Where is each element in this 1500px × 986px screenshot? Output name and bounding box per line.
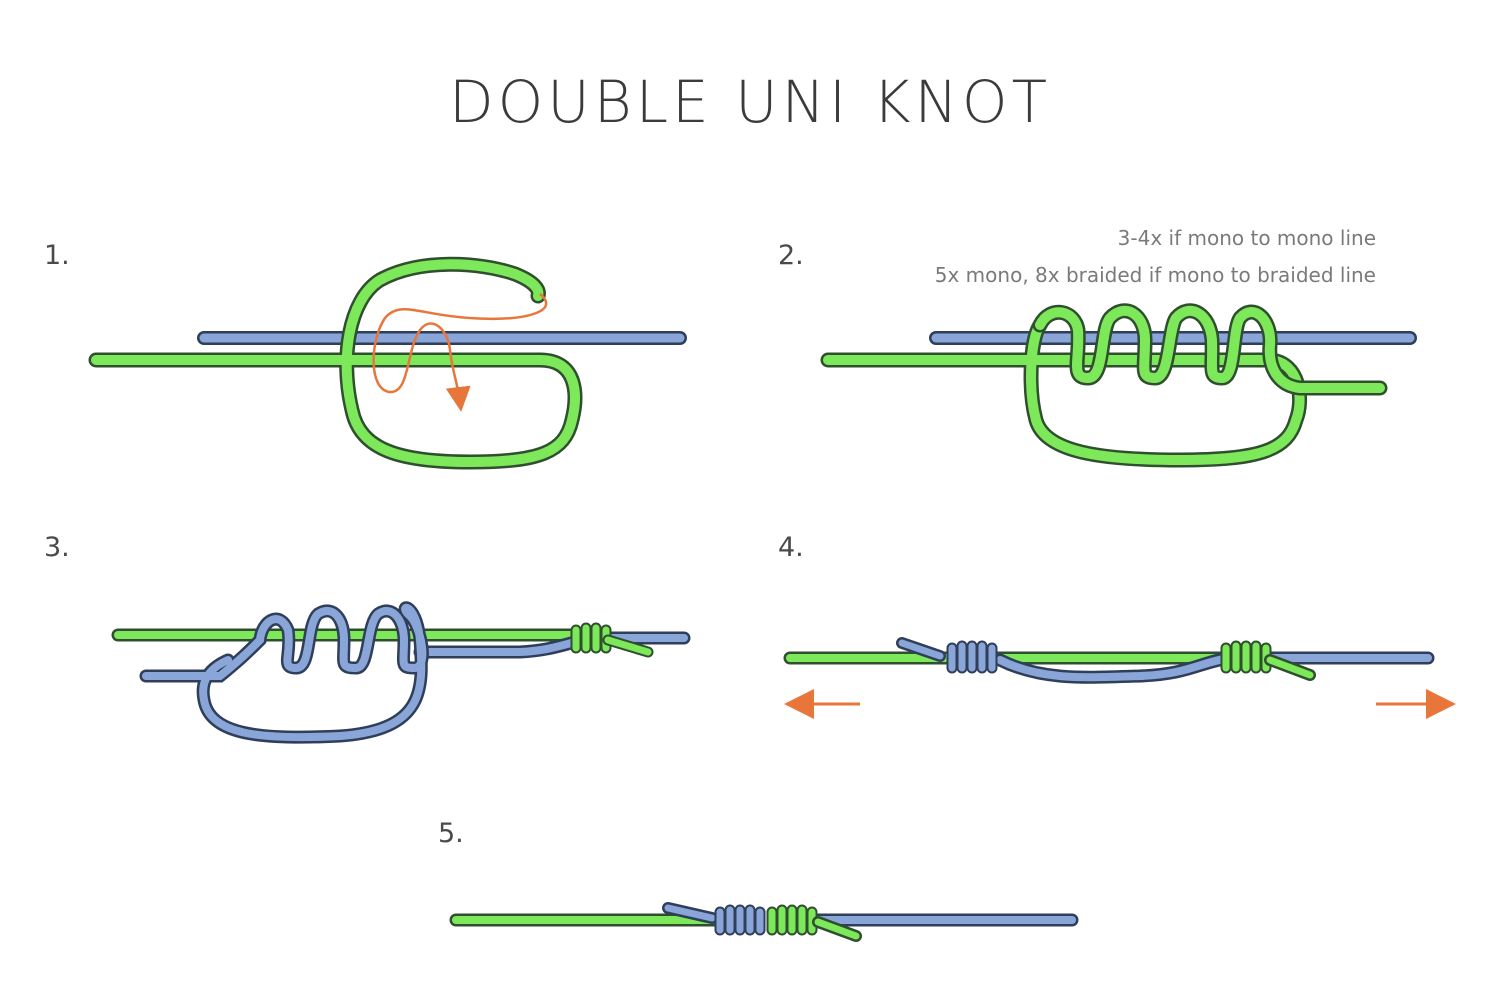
step-1-green-loop	[88, 256, 583, 470]
step-1-illustration	[88, 256, 687, 470]
step-2-illustration	[820, 303, 1417, 468]
step-1-direction-arrow	[372, 293, 548, 412]
step-5-green-knot	[766, 904, 862, 942]
step-3-number: 3.	[44, 532, 70, 563]
step-2-note-braided: 5x mono, 8x braided if mono to braided l…	[934, 263, 1376, 287]
step-3-green-knot	[570, 622, 654, 658]
step-3-illustration	[111, 601, 691, 744]
step-4-number: 4.	[778, 532, 804, 563]
step-4-green-knot	[1220, 640, 1316, 681]
step-5-blue-knot	[662, 902, 766, 936]
step-1-number: 1.	[44, 240, 70, 271]
step-2-number: 2.	[778, 240, 804, 271]
step-4-blue-line	[993, 651, 1435, 684]
diagram-title: DOUBLE UNI KNOT	[448, 68, 1052, 136]
step-2-green-loop	[820, 303, 1388, 468]
step-3-blue-loop	[139, 601, 429, 744]
step-5-number: 5.	[438, 818, 464, 849]
step-4-illustration	[783, 637, 1456, 719]
step-5-illustration	[449, 902, 1079, 942]
step-4-blue-knot	[896, 637, 998, 674]
step-2-note-mono: 3-4x if mono to mono line	[1117, 226, 1376, 250]
